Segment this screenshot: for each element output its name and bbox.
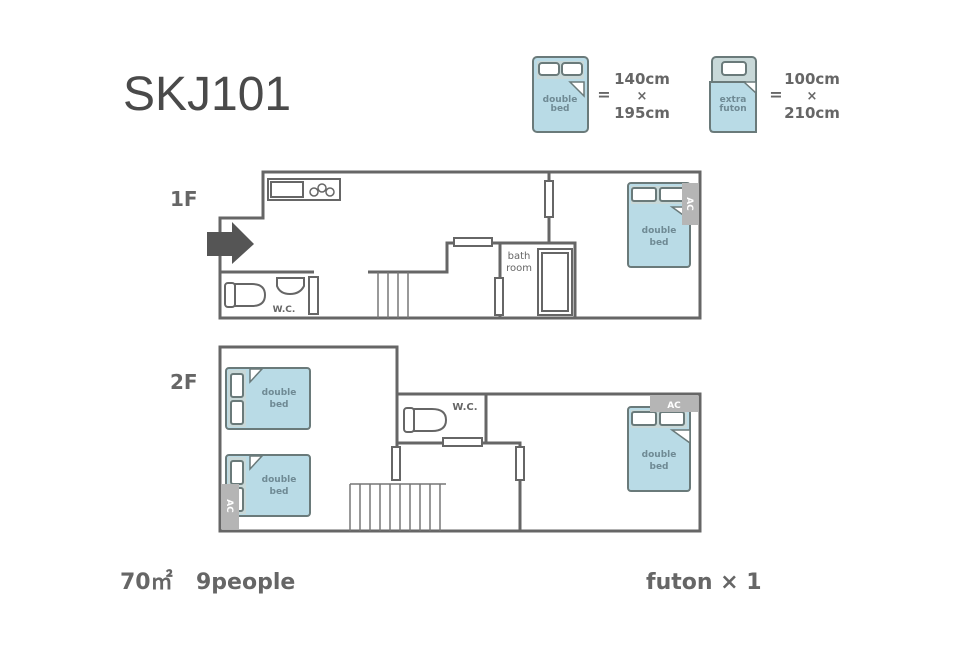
icon-label: extra <box>720 95 747 105</box>
bed-label: double <box>642 226 677 236</box>
bed-label: bed <box>650 462 669 472</box>
ac-label: AC <box>667 401 681 411</box>
futon-length: 210cm <box>784 104 840 122</box>
times-sign: × <box>637 89 648 104</box>
toilet-icon <box>224 282 267 308</box>
capacity-label: 9people <box>196 570 295 595</box>
room-label-wc: W.C. <box>452 402 477 413</box>
toilet-icon <box>403 407 448 433</box>
equals-sign: = <box>597 85 610 104</box>
futon-count-label: futon × 1 <box>646 570 762 595</box>
ac-unit: AC <box>650 395 698 412</box>
ac-unit: AC <box>682 183 699 225</box>
room-label: room <box>506 263 532 274</box>
floor-2f: 2F W.C. double bed <box>170 345 702 533</box>
double-bed: double bed <box>627 182 691 268</box>
equals-sign: = <box>769 85 782 104</box>
floor-label: 1F <box>170 187 198 211</box>
ac-unit: AC <box>221 484 239 529</box>
bed-label: double <box>262 475 297 485</box>
legend-double-bed: double bed = 140cm × 195cm <box>532 56 670 133</box>
futon-width: 100cm <box>784 70 840 88</box>
bed-width: 140cm <box>614 70 670 88</box>
legend-extra-futon: extra futon = 100cm × 210cm <box>709 56 840 133</box>
room-label: bath <box>508 251 531 262</box>
room-label-wc: W.C. <box>273 305 296 315</box>
stairs-icon <box>377 272 409 318</box>
bed-label: bed <box>270 487 289 497</box>
icon-label: bed <box>551 104 570 114</box>
stairs-icon <box>349 483 446 531</box>
page-title: SKJ101 <box>123 68 291 121</box>
entrance-arrow-icon <box>207 222 254 264</box>
sink-icon <box>276 277 305 296</box>
bed-length: 195cm <box>614 104 670 122</box>
bed-label: double <box>262 388 297 398</box>
floor-1f: 1F bath room W.C. <box>170 170 702 320</box>
bed-label: bed <box>650 238 669 248</box>
double-bed: double bed <box>627 406 691 492</box>
ac-label: AC <box>684 197 694 211</box>
icon-label: double <box>543 95 578 105</box>
double-bed: double bed <box>225 367 311 430</box>
ac-label: AC <box>224 499 234 513</box>
bed-label: bed <box>270 400 289 410</box>
icon-label: futon <box>719 104 746 114</box>
area-label: 70㎡ <box>120 569 173 595</box>
times-sign: × <box>807 89 818 104</box>
bed-label: double <box>642 450 677 460</box>
floor-label: 2F <box>170 370 198 394</box>
